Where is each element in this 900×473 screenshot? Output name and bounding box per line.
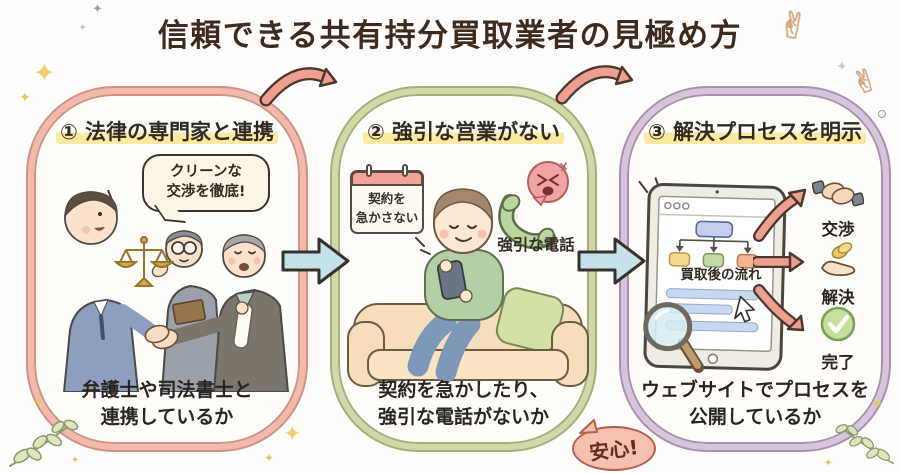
calendar-note: 契約を 急かさない (355, 191, 419, 226)
step-negotiation: 交渉 (803, 178, 873, 240)
arrow-panel1-to-panel2 (259, 67, 338, 107)
handshake-icon (811, 180, 865, 207)
cursor-icon (734, 295, 755, 323)
panel-3-heading: ③ 解決プロセスを明示 (627, 116, 883, 146)
handshake-hands (144, 324, 179, 350)
sofa-illustration (347, 161, 589, 387)
sparkle-icon: ✦ (92, 2, 103, 17)
step-label: 交渉 (821, 220, 855, 239)
panel-1-caption: 弁護士や司法書士と 連携しているか (81, 379, 253, 429)
magnifier-icon (643, 302, 705, 373)
check-circle-icon (820, 306, 856, 342)
sparkle-icon: ✦ (33, 395, 44, 410)
sparkle-icon: ✦ (871, 395, 884, 413)
panel-clear-process: ③ 解決プロセスを明示 (621, 88, 889, 450)
step-label: 完了 (821, 353, 855, 372)
sparkle-icon: ✦ (824, 458, 833, 469)
angry-face-icon (527, 161, 569, 207)
sparkle-icon: ✦ (71, 455, 80, 466)
sparkle-icon: ✦ (19, 90, 31, 106)
speech-bubble-line: クリーンな (170, 164, 242, 180)
peace-hand-icon: ✌ (847, 60, 883, 104)
step-label: 解決 (821, 288, 855, 307)
calendar-icon: 契約を 急かさない (350, 164, 424, 234)
tablet-flow-label: 買取後の流れ (680, 267, 762, 283)
dot-decoration (878, 110, 886, 118)
panel-no-pushy-sales: ② 強引な営業がない 契約を 急かさない (332, 88, 595, 450)
step-complete: 完了 (803, 305, 873, 373)
panel-2-heading: ② 強引な営業がない (338, 116, 589, 146)
page-title: 信頼できる共有持分買取業者の見極め方 (157, 18, 743, 54)
calendar-header (351, 171, 423, 186)
arrow-panel2-to-panel3 (555, 65, 634, 105)
sparkle-icon: ✦ (78, 21, 88, 34)
speech-bubble: クリーンな 交渉を徹底! (142, 154, 270, 213)
sparkle-icon: ✦ (33, 58, 56, 89)
leaf-branch-decoration (9, 419, 79, 467)
flow-arrow-1 (281, 237, 350, 285)
tablet-flowchart-illustration (638, 177, 787, 373)
anshin-badge: 安心! (572, 419, 656, 471)
panel-legal-experts: ① 法律の専門家と連携 クリーンな 交渉を徹底! (28, 88, 306, 450)
panel-3-caption: ウェブサイトでプロセスを 公開しているか (640, 379, 869, 429)
badge-label: 安心! (588, 435, 641, 465)
pushy-call-label: 強引な電話 (497, 236, 575, 254)
handshake-illustration (62, 190, 290, 392)
hand-coin-icon (821, 242, 856, 277)
sparkle-icon: ✦ (283, 422, 302, 447)
panel-2-caption: 契約を急かしたり、 強引な電話がないか (377, 379, 549, 429)
speech-bubble-line: 交渉を徹底! (166, 183, 246, 200)
sparkle-icon: ✦ (264, 451, 275, 465)
flow-arrow-2 (577, 237, 646, 285)
process-arrows (753, 188, 807, 332)
phone-icon (498, 194, 556, 250)
badge-tail (579, 419, 598, 434)
leaf-branch-decoration (835, 424, 894, 465)
step-resolution: 解決 (803, 242, 873, 308)
sparkle-icon: ✦ (836, 59, 848, 75)
panel-1-heading: ① 法律の専門家と連携 (34, 116, 300, 146)
person-on-sofa (407, 188, 504, 383)
scales-icon (113, 236, 175, 287)
